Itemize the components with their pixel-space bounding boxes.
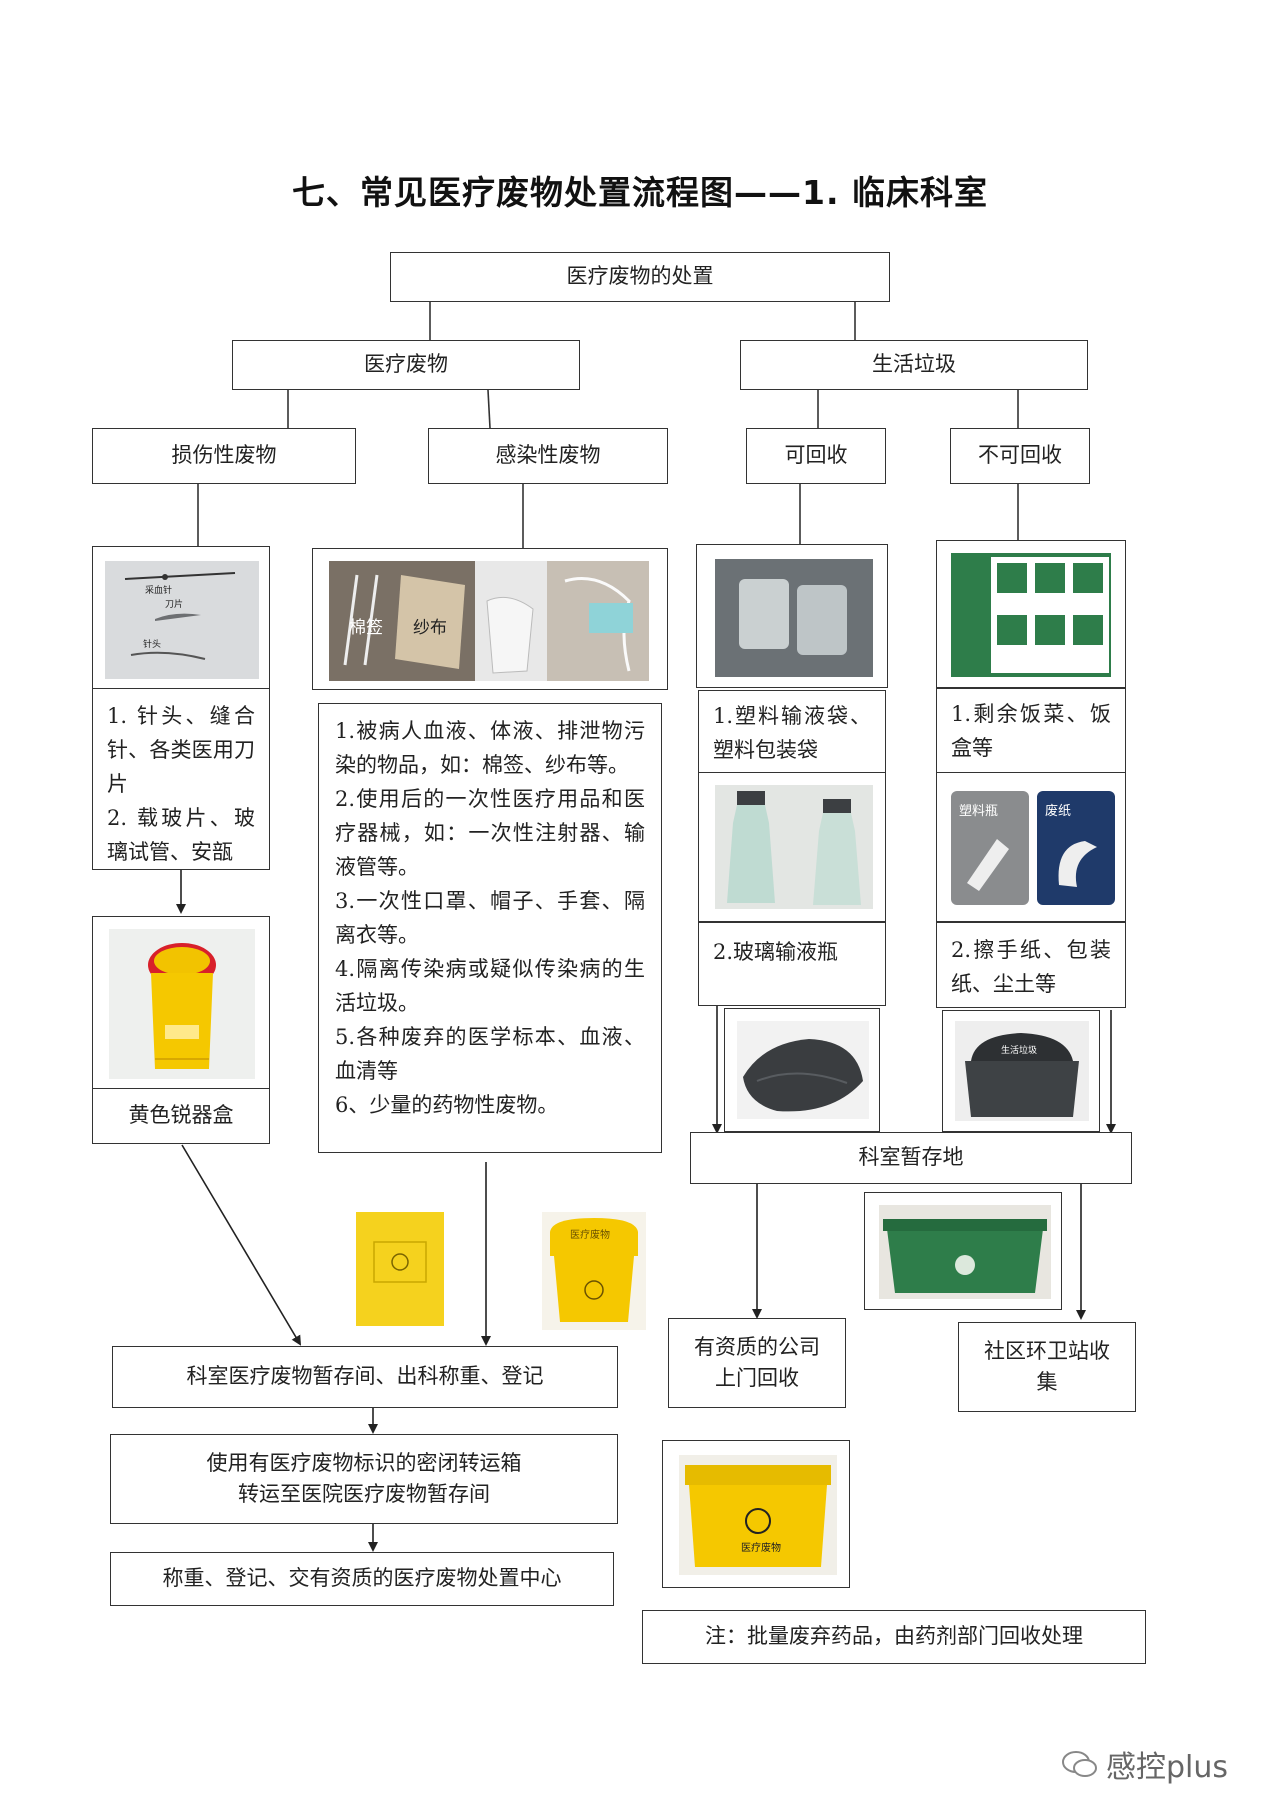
non-recyclable-box: 不可回收 (950, 428, 1090, 484)
sharps-item-1: 1. 针头、缝合针、各类医用刀片 (107, 704, 255, 797)
yellow-medical-bin-icon: 医疗废物 (542, 1212, 646, 1330)
root-box: 医疗废物的处置 (390, 252, 890, 302)
watermark-text: 感控plus (1106, 1750, 1229, 1785)
black-bag-photo (724, 1008, 880, 1132)
yellow-medical-waste-bag-icon (356, 1212, 444, 1326)
sharps-label: 损伤性废物 (171, 443, 277, 468)
infectious-item-3: 3.一次性口罩、帽子、手套、隔离衣等。 (335, 889, 645, 948)
infectious-box: 感染性废物 (428, 428, 668, 484)
non-recyclable-label: 不可回收 (978, 443, 1062, 468)
sharps-container-box: 黄色锐器盒 (92, 1088, 270, 1144)
medical-waste-box: 医疗废物 (232, 340, 580, 390)
infectious-photo-image: 棉签 纱布 (329, 561, 649, 681)
yellow-medical-bin-photo: 医疗废物 (542, 1212, 646, 1330)
watermark: 感控plus (1062, 1742, 1228, 1786)
non-recyclable-item-2: 2.擦手纸、包装纸、尘土等 (951, 938, 1111, 997)
photo-label-blood-needle: 采血针 (145, 584, 172, 596)
black-lidded-bin-icon: 生活垃圾 (955, 1021, 1089, 1121)
plastic-iv-bag-icon (715, 559, 873, 677)
food-waste-poster-icon (951, 553, 1111, 677)
bin-sign-plastic: 塑料瓶 (959, 804, 998, 819)
qualified-company-line-2: 上门回收 (715, 1366, 799, 1390)
sharps-photo: 采血针 刀片 针头 (92, 546, 270, 690)
photo-label-gauze: 纱布 (413, 618, 447, 638)
final-disposal-label: 称重、登记、交有资质的医疗废物处置中心 (162, 1566, 562, 1591)
recyclable-box: 可回收 (746, 428, 886, 484)
infectious-item-1: 1.被病人血液、体液、排泄物污染的物品，如：棉签、纱布等。 (335, 719, 645, 778)
transfer-box: 使用有医疗废物标识的密闭转运箱 转运至医院医疗废物暂存间 (110, 1434, 618, 1524)
photo-label-blade: 刀片 (165, 598, 183, 610)
dept-storage-label: 科室暂存地 (858, 1145, 964, 1170)
photo-label-cotton-swab: 棉签 (349, 618, 383, 638)
non-recyclable-item-1: 1.剩余饭菜、饭盒等 (951, 702, 1111, 761)
dept-medical-storage-label: 科室医疗废物暂存间、出科称重、登记 (186, 1364, 544, 1389)
infectious-items-box: 1.被病人血液、体液、排泄物污染的物品，如：棉签、纱布等。 2.使用后的一次性医… (318, 703, 662, 1153)
glass-bottle-photo (698, 772, 886, 922)
transfer-bin-label: 医疗废物 (741, 1541, 781, 1554)
recyclable-label: 可回收 (784, 443, 848, 468)
wechat-icon (1062, 1751, 1097, 1777)
line-medical-infectious (487, 389, 491, 429)
recyclable-item-1: 1.塑料输液袋、塑料包装袋 (713, 704, 871, 763)
green-bin-photo (864, 1192, 1062, 1310)
sharps-container-label: 黄色锐器盒 (128, 1103, 234, 1128)
recyclable-item1-box: 1.塑料输液袋、塑料包装袋 (698, 690, 886, 774)
non-recyclable-item1-box: 1.剩余饭菜、饭盒等 (936, 688, 1126, 774)
infectious-item-6: 6、少量的药物性废物。 (335, 1093, 559, 1118)
transfer-line-1: 使用有医疗废物标识的密闭转运箱 (206, 1450, 522, 1475)
note-box: 注：批量废弃药品，由药剂部门回收处理 (642, 1610, 1146, 1664)
community-station-line-1: 社区环卫站收 (984, 1338, 1110, 1363)
qualified-company-line-1: 有资质的公司 (694, 1334, 820, 1359)
iv-bag-photo (696, 544, 888, 688)
recyclable-item2-box: 2.玻璃输液瓶 (698, 922, 886, 1006)
yellow-transfer-bin-icon: 医疗废物 (679, 1455, 837, 1575)
root-label: 医疗废物的处置 (566, 264, 714, 289)
infectious-item-4: 4.隔离传染病或疑似传染病的生活垃圾。 (335, 957, 645, 1016)
sharps-items-box: 1. 针头、缝合针、各类医用刀片 2. 载玻片、玻璃试管、安瓿 (92, 688, 270, 870)
diagram-title: 七、常见医疗废物处置流程图——1. 临床科室 (292, 173, 988, 212)
black-garbage-bag-icon (737, 1021, 869, 1119)
bin-sign-paper: 废纸 (1045, 803, 1071, 819)
transfer-line-2: 转运至医院医疗废物暂存间 (238, 1482, 490, 1506)
arrow-sharps-storage (181, 1144, 302, 1346)
yellow-sharps-box-icon (109, 929, 255, 1079)
bin-label-small: 医疗废物 (570, 1228, 610, 1241)
sharps-item-2: 2. 载玻片、玻璃试管、安瓿 (107, 806, 255, 865)
domestic-waste-box: 生活垃圾 (740, 340, 1088, 390)
recyclable-item-2: 2.玻璃输液瓶 (713, 940, 839, 964)
yellow-bag-photo (356, 1212, 444, 1326)
plastic-paper-signs-icon: 塑料瓶 废纸 (947, 787, 1117, 909)
final-disposal-box: 称重、登记、交有资质的医疗废物处置中心 (110, 1552, 614, 1606)
bin-signs-photo: 塑料瓶 废纸 (936, 772, 1126, 922)
non-recyclable-item2-box: 2.擦手纸、包装纸、尘土等 (936, 922, 1126, 1008)
note-label: 注：批量废弃药品，由药剂部门回收处理 (705, 1624, 1083, 1649)
sharps-photo-image: 采血针 刀片 针头 (105, 561, 259, 679)
sharps-container-photo (92, 916, 270, 1090)
sharps-box: 损伤性废物 (92, 428, 356, 484)
green-wheelie-bin-icon (879, 1205, 1051, 1299)
photo-label-needle: 针头 (143, 638, 161, 650)
waste-sorting-poster-photo (936, 540, 1126, 688)
infectious-label: 感染性废物 (495, 443, 601, 468)
community-station-box: 社区环卫站收 集 (958, 1322, 1136, 1412)
infectious-photo: 棉签 纱布 (312, 548, 668, 690)
infectious-item-5: 5.各种废弃的医学标本、血液、血清等 (335, 1025, 645, 1084)
glass-iv-bottle-icon (715, 785, 873, 909)
medical-waste-label: 医疗废物 (364, 352, 448, 377)
infectious-item-2: 2.使用后的一次性医疗用品和医疗器械，如：一次性注射器、输液管等。 (335, 787, 645, 880)
dept-storage-box: 科室暂存地 (690, 1132, 1132, 1184)
yellow-transfer-bin-photo: 医疗废物 (662, 1440, 850, 1588)
bin-lid-label: 生活垃圾 (1001, 1044, 1037, 1056)
lidded-bin-photo: 生活垃圾 (942, 1010, 1100, 1132)
community-station-line-2: 集 (1036, 1370, 1058, 1394)
qualified-company-box: 有资质的公司 上门回收 (668, 1318, 846, 1408)
domestic-waste-label: 生活垃圾 (872, 352, 956, 377)
dept-medical-storage-box: 科室医疗废物暂存间、出科称重、登记 (112, 1346, 618, 1408)
